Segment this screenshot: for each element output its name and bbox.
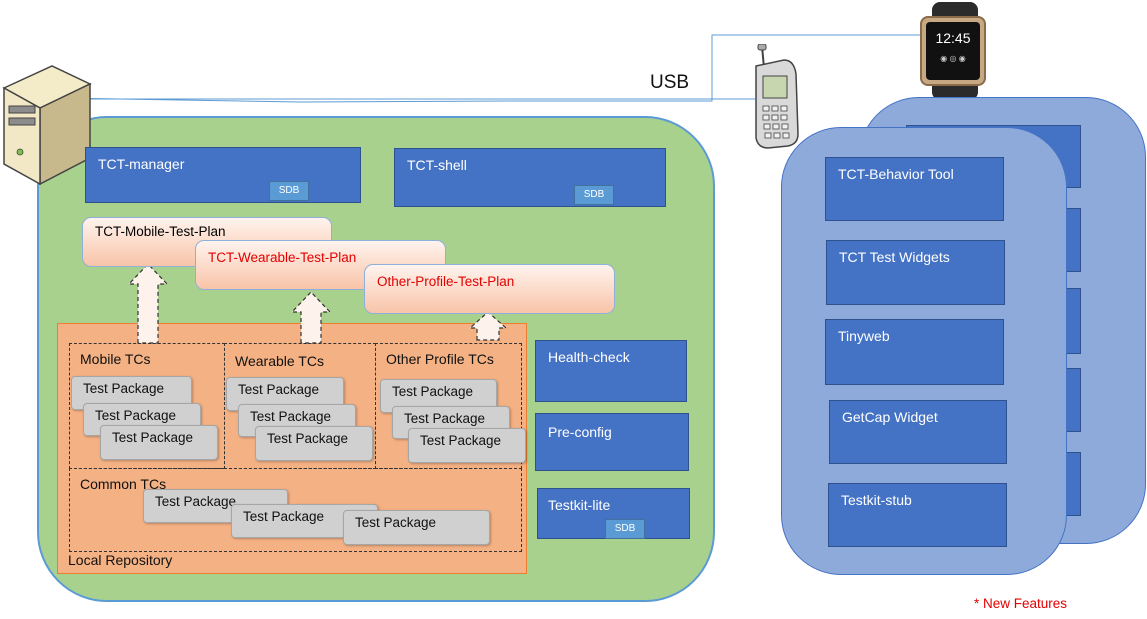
mobile-tcs-label: Mobile TCs bbox=[80, 351, 151, 367]
common-tcs-group: Common TCs bbox=[69, 468, 522, 552]
pre-config-label: Pre-config bbox=[548, 424, 612, 440]
wearable-test-plan-label: TCT-Wearable-Test-Plan bbox=[208, 250, 357, 265]
getcap-widget-label: GetCap Widget bbox=[842, 409, 938, 425]
tct-behavior-tool-label: TCT-Behavior Tool bbox=[838, 166, 954, 182]
other-profile-test-plan-label: Other-Profile-Test-Plan bbox=[377, 274, 515, 289]
watch-time: 12:45 bbox=[935, 30, 971, 46]
common-tcs-label: Common TCs bbox=[80, 476, 167, 492]
tct-behavior-tool-box: TCT-Behavior Tool bbox=[825, 157, 1004, 221]
tct-test-widgets-box: TCT Test Widgets bbox=[826, 240, 1005, 305]
health-check-box: Health-check bbox=[535, 340, 687, 402]
new-features-note: * New Features bbox=[974, 596, 1068, 611]
usb-line-phone bbox=[59, 34, 920, 103]
test-package: Test Package bbox=[255, 426, 373, 461]
testkit-lite-label: Testkit-lite bbox=[548, 497, 611, 513]
sdb-badge: SDB bbox=[574, 185, 614, 205]
tct-shell-label: TCT-shell bbox=[407, 157, 467, 173]
mobile-test-plan-label: TCT-Mobile-Test-Plan bbox=[95, 224, 226, 239]
test-package: Test Package bbox=[100, 425, 218, 460]
tinyweb-label: Tinyweb bbox=[838, 328, 890, 344]
other-plan-arrow bbox=[468, 311, 508, 341]
test-package: Test Package bbox=[343, 510, 490, 545]
wearable-plan-arrow bbox=[290, 291, 332, 344]
pre-config-box: Pre-config bbox=[535, 413, 689, 471]
smartwatch-icon: 12:45 ◉ ◎ ◉ bbox=[918, 2, 992, 100]
other-profile-test-plan: Other-Profile-Test-Plan bbox=[364, 264, 615, 314]
tct-test-widgets-label: TCT Test Widgets bbox=[839, 249, 950, 265]
local-repository-label: Local Repository bbox=[68, 552, 173, 568]
sdb-badge: SDB bbox=[605, 519, 645, 539]
test-package: Test Package bbox=[408, 428, 526, 463]
tct-manager-box: TCT-manager SDB bbox=[85, 147, 361, 203]
tct-manager-label: TCT-manager bbox=[98, 156, 185, 172]
health-check-label: Health-check bbox=[548, 349, 630, 365]
wearable-tcs-label: Wearable TCs bbox=[235, 353, 324, 369]
sdb-badge: SDB bbox=[269, 181, 309, 201]
mobile-plan-arrow bbox=[127, 263, 169, 344]
tct-shell-box: TCT-shell SDB bbox=[394, 148, 666, 207]
getcap-widget-box: GetCap Widget bbox=[829, 400, 1007, 464]
tinyweb-box: Tinyweb bbox=[825, 319, 1004, 385]
testkit-stub-label: Testkit-stub bbox=[841, 492, 912, 508]
testkit-stub-box: Testkit-stub bbox=[828, 483, 1007, 547]
mobile-phone-icon bbox=[755, 44, 799, 149]
testkit-lite-box: Testkit-lite SDB bbox=[537, 488, 690, 539]
other-profile-tcs-label: Other Profile TCs bbox=[386, 351, 494, 367]
usb-label: USB bbox=[650, 72, 690, 93]
pc-tower-icon bbox=[2, 65, 92, 186]
